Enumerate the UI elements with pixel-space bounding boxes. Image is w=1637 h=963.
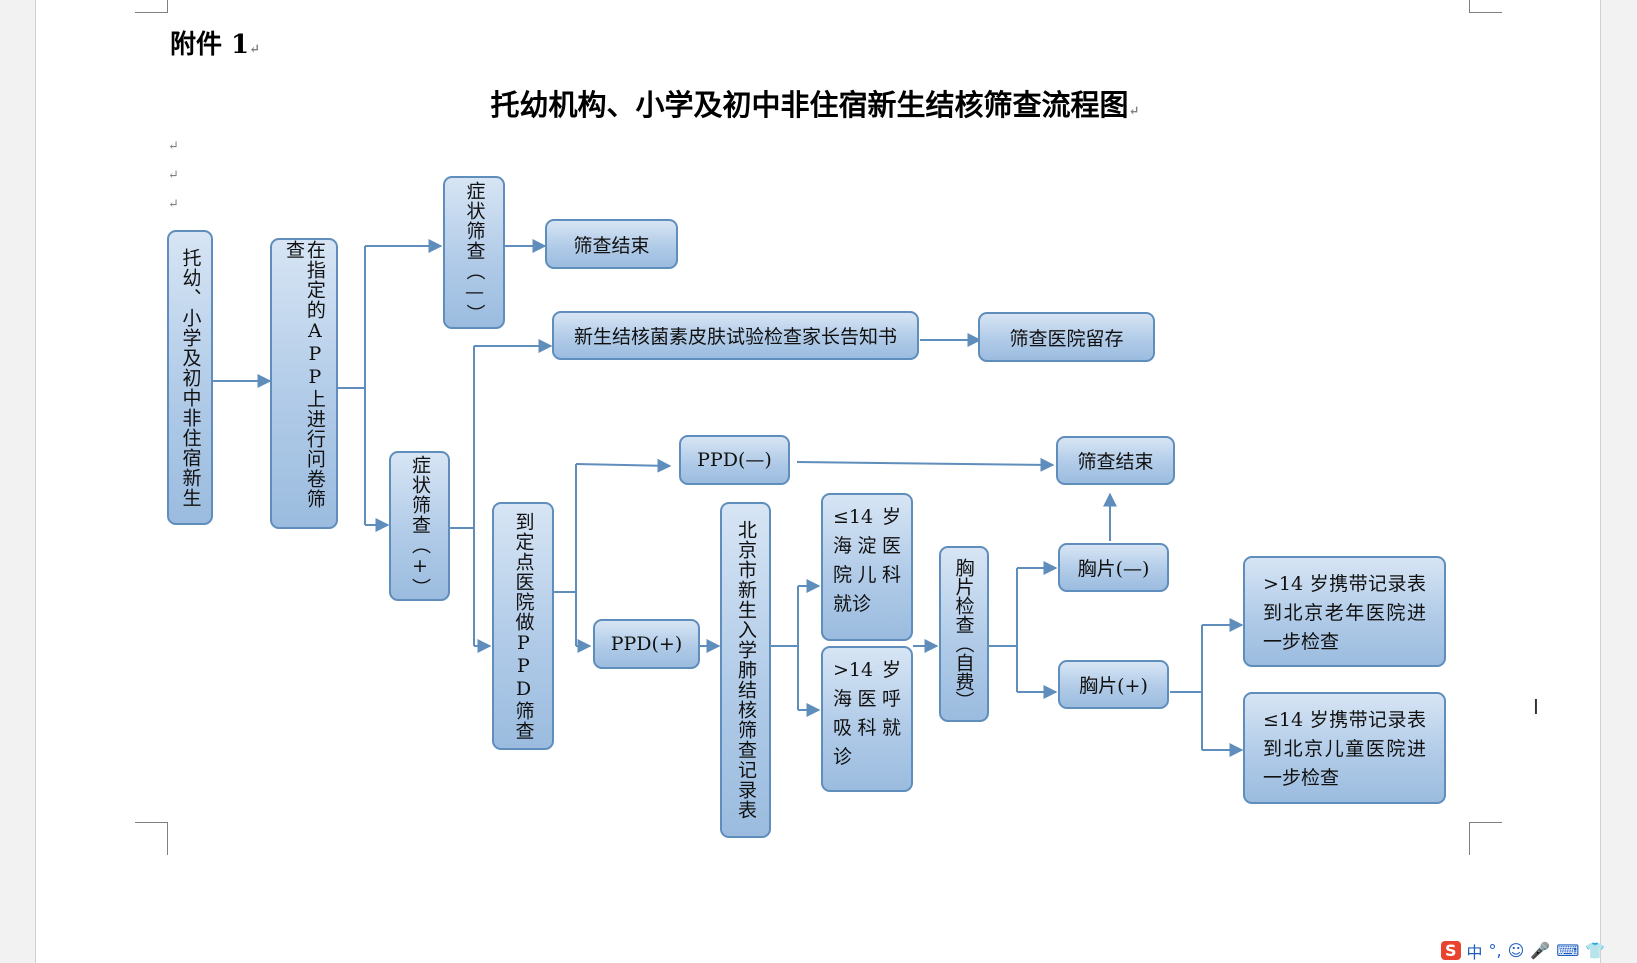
paragraph-mark: ↵ [168, 197, 179, 212]
node-haidian-respiratory: >14 岁海医呼吸科就诊 [821, 646, 913, 792]
corner-mark-bottom-left [135, 822, 168, 855]
page-margin-left [0, 0, 36, 963]
node-app-survey: 在指定的APP上进行问卷筛查 [270, 238, 338, 529]
node-symptom-negative: 症状筛查（—） [443, 176, 505, 329]
attachment-label: 附件 1↵ [170, 30, 261, 60]
corner-mark-bottom-right [1469, 822, 1502, 855]
emoji-icon[interactable]: ☺ [1507, 941, 1525, 960]
skin-icon[interactable]: 👕 [1585, 941, 1606, 960]
ime-toolbar[interactable]: S 中 °, ☺ 🎤 ⌨ 👕 [1441, 938, 1605, 963]
node-ppd-negative: PPD(—) [679, 435, 790, 485]
keyboard-icon[interactable]: ⌨ [1556, 941, 1580, 960]
node-parent-notice: 新生结核菌素皮肤试验检查家长告知书 [552, 311, 919, 360]
node-haidian-pediatrics: ≤14 岁海淀医院儿科就诊 [821, 493, 913, 641]
node-symptom-positive: 症状筛查（+） [389, 451, 450, 601]
input-mode-toggle[interactable]: 中 [1466, 942, 1483, 962]
node-screening-end-1: 筛查结束 [545, 219, 678, 269]
corner-mark-top-left [135, 0, 168, 13]
microphone-icon[interactable]: 🎤 [1530, 941, 1551, 960]
node-record-form: 北京市新生入学肺结核筛查记录表 [720, 502, 771, 838]
paragraph-mark: ↵ [168, 168, 179, 183]
paragraph-mark: ↵ [168, 139, 179, 154]
node-laonian-hospital: >14 岁携带记录表到北京老年医院进一步检查 [1243, 556, 1446, 667]
node-xray-negative: 胸片(—) [1058, 543, 1169, 592]
node-xray-positive: 胸片(+) [1058, 660, 1169, 709]
text-cursor-icon: I [1533, 695, 1539, 719]
node-ppd-positive: PPD(+) [593, 619, 700, 669]
node-ertong-hospital: ≤14 岁携带记录表到北京儿童医院进一步检查 [1243, 692, 1446, 804]
corner-mark-top-right [1469, 0, 1502, 13]
sogou-logo-icon[interactable]: S [1441, 941, 1461, 960]
punctuation-toggle[interactable]: °, [1488, 941, 1502, 960]
node-xray-check: 胸片检查（自费） [939, 546, 989, 722]
node-hospital-retain: 筛查医院留存 [978, 312, 1155, 362]
node-screening-end-2: 筛查结束 [1056, 436, 1175, 485]
page-margin-right [1600, 0, 1637, 963]
page-title: 托幼机构、小学及初中非住宿新生结核筛查流程图↵ [490, 88, 1140, 122]
node-start: 托幼、小学及初中非住宿新生 [167, 230, 213, 525]
node-ppd-at-hospital: 到定点医院做PPD筛查 [492, 502, 554, 750]
